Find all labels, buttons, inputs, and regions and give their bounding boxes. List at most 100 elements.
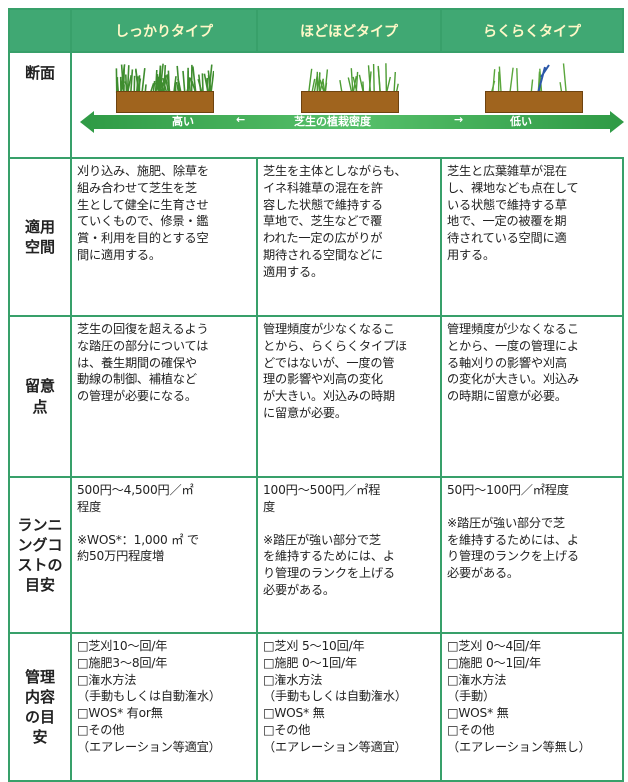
cell-line: 間に適用する。 bbox=[77, 247, 252, 264]
cell-line: 草地で、芝生などで覆 bbox=[263, 213, 436, 230]
tekiyo-rakuraku: 芝生と広葉雑草が混在し、裸地なども点在している状態で維持する草地で、一定の被覆を… bbox=[441, 158, 623, 316]
soil-block-rakuraku bbox=[485, 91, 583, 113]
cell-line: 生として健全に生育させ bbox=[77, 197, 252, 214]
cell-line: 期待される空間などに bbox=[263, 247, 436, 264]
cell-line: 芝生を主体としながらも、 bbox=[263, 163, 436, 180]
cell-line: 組み合わせて芝生を芝 bbox=[77, 180, 252, 197]
soil-block-hodohodo bbox=[301, 91, 399, 113]
cell-line: われた一定の広がりが bbox=[263, 230, 436, 247]
cell-line: 約50万円程度増 bbox=[77, 548, 252, 565]
cell-line: □芝刈10～回/年 bbox=[77, 638, 252, 655]
row-label-kanri: 管理 内容 の目 安 bbox=[9, 633, 71, 781]
arrow-right-text: 低い bbox=[510, 113, 532, 129]
cell-line: 管理頻度が少なくなるこ bbox=[447, 321, 618, 338]
row-label-section: 断面 bbox=[9, 52, 71, 158]
kanri-shikkari: □芝刈10～回/年□施肥3～8回/年□潅水方法（手動もしくは自動潅水）□WOS*… bbox=[71, 633, 257, 781]
cell-line: 管理頻度が少なくなるこ bbox=[263, 321, 436, 338]
section-row: 断面 bbox=[9, 52, 623, 158]
cell-line: 100円～500円／㎡程 bbox=[263, 482, 436, 499]
cell-line: とから、一度の管理によ bbox=[447, 338, 618, 355]
section-image-shikkari bbox=[71, 52, 257, 158]
row-kanri: 管理 内容 の目 安 □芝刈10～回/年□施肥3～8回/年□潅水方法（手動もしく… bbox=[9, 633, 623, 781]
section-image-rakuraku bbox=[441, 52, 623, 158]
cell-line: □潅水方法 bbox=[263, 672, 436, 689]
grass-blade bbox=[394, 72, 395, 93]
cell-line: 芝生の回復を超えるよう bbox=[77, 321, 252, 338]
arrow-right-mark: → bbox=[454, 113, 463, 126]
cell-line: □施肥3～8回/年 bbox=[77, 655, 252, 672]
cell-line: 必要がある。 bbox=[447, 565, 618, 582]
cell-line: は、養生期間の確保や bbox=[77, 355, 252, 372]
cell-line: 用する。 bbox=[447, 247, 618, 264]
soil-block-shikkari bbox=[116, 91, 214, 113]
grass-blade bbox=[131, 69, 133, 93]
row-label-ryui: 留意 点 bbox=[9, 316, 71, 477]
cell-line bbox=[263, 516, 436, 532]
grass-blade bbox=[517, 68, 518, 93]
cell-line: □その他 bbox=[77, 722, 252, 739]
cell-line: を維持するためには、よ bbox=[447, 532, 618, 549]
ryui-shikkari: 芝生の回復を超えるような踏圧の部分についてはは、養生期間の確保や動線の制御、補植… bbox=[71, 316, 257, 477]
cell-line bbox=[77, 516, 252, 532]
cell-line: □その他 bbox=[263, 722, 436, 739]
cost-hodohodo: 100円～500円／㎡程度※踏圧が強い部分で芝を維持するためには、より管理のラン… bbox=[257, 477, 441, 633]
density-arrow: 高い ← 芝生の植栽密度 → 低い bbox=[80, 111, 624, 133]
cell-line: 芝生と広葉雑草が混在 bbox=[447, 163, 618, 180]
cell-line: の変化が大きい。刈込み bbox=[447, 371, 618, 388]
grass-blade bbox=[356, 72, 357, 93]
grass-blade bbox=[142, 68, 145, 93]
header-corner bbox=[9, 9, 71, 52]
tekiyo-shikkari: 刈り込み、施肥、除草を組み合わせて芝生を芝生として健全に生育させていくもので、修… bbox=[71, 158, 257, 316]
arrow-left-mark: ← bbox=[236, 113, 245, 126]
cell-line: り管理のランクを上げる bbox=[263, 565, 436, 582]
ryui-hodohodo: 管理頻度が少なくなることから、らくらくタイプほどではないが、一度の管理の影響や刈… bbox=[257, 316, 441, 477]
grass-blade bbox=[374, 64, 375, 93]
cell-line: （エアレーション等適宜） bbox=[77, 739, 252, 756]
cell-line: の時期に留意が必要。 bbox=[447, 388, 618, 405]
header-hodohodo: ほどほどタイプ bbox=[257, 9, 441, 52]
grass-blade bbox=[499, 67, 501, 93]
header-shikkari: しっかりタイプ bbox=[71, 9, 257, 52]
cell-line: 50円～100円／㎡程度 bbox=[447, 482, 618, 499]
section-image-hodohodo bbox=[257, 52, 441, 158]
cell-line: 待されている空間に適 bbox=[447, 230, 618, 247]
cell-line: ※踏圧が強い部分で芝 bbox=[447, 515, 618, 532]
cell-line: （手動もしくは自動潅水） bbox=[77, 688, 252, 705]
cell-line: □施肥 0～1回/年 bbox=[263, 655, 436, 672]
cell-line: 刈り込み、施肥、除草を bbox=[77, 163, 252, 180]
grass-blade bbox=[309, 69, 312, 93]
cell-line: る軸刈りの影響や刈高 bbox=[447, 355, 618, 372]
cell-line: ※WOS*：1,000 ㎡ で bbox=[77, 532, 252, 549]
arrow-middle-text: 芝生の植栽密度 bbox=[294, 113, 371, 129]
cell-line: 度 bbox=[263, 499, 436, 516]
cell-line: 賞・利用を目的とする空 bbox=[77, 230, 252, 247]
row-tekiyo: 適用 空間 刈り込み、施肥、除草を組み合わせて芝生を芝生として健全に生育させてい… bbox=[9, 158, 623, 316]
row-label-tekiyo: 適用 空間 bbox=[9, 158, 71, 316]
dense-grass-image bbox=[114, 63, 214, 93]
cell-line: （エアレーション等適宜） bbox=[263, 739, 436, 756]
cell-line: 必要がある。 bbox=[263, 582, 436, 599]
cost-rakuraku: 50円～100円／㎡程度※踏圧が強い部分で芝を維持するためには、より管理のランク… bbox=[441, 477, 623, 633]
cell-line: 適用する。 bbox=[263, 264, 436, 281]
sparse-grass-image bbox=[483, 63, 583, 93]
row-ryui: 留意 点 芝生の回復を超えるような踏圧の部分についてはは、養生期間の確保や動線の… bbox=[9, 316, 623, 477]
grass-blade bbox=[183, 71, 185, 93]
header-rakuraku: らくらくタイプ bbox=[441, 9, 623, 52]
cell-line bbox=[447, 499, 618, 515]
grass-blade bbox=[493, 69, 495, 93]
cell-line: （手動） bbox=[447, 688, 618, 705]
ryui-rakuraku: 管理頻度が少なくなることから、一度の管理による軸刈りの影響や刈高の変化が大きい。… bbox=[441, 316, 623, 477]
grass-blade bbox=[168, 71, 169, 93]
cell-line: が大きい。刈込みの時期 bbox=[263, 388, 436, 405]
cell-line: □WOS* 無 bbox=[447, 705, 618, 722]
cell-line: （手動もしくは自動潅水） bbox=[263, 688, 436, 705]
kanri-hodohodo: □芝刈 5～10回/年□施肥 0～1回/年□潅水方法（手動もしくは自動潅水）□W… bbox=[257, 633, 441, 781]
arrow-left-text: 高い bbox=[172, 113, 194, 129]
cell-line: の管理が必要になる。 bbox=[77, 388, 252, 405]
cell-line: □潅水方法 bbox=[447, 672, 618, 689]
cell-line: 容した状態で維持する bbox=[263, 197, 436, 214]
cell-line: ていくもので、修景・鑑 bbox=[77, 213, 252, 230]
cell-line: □その他 bbox=[447, 722, 618, 739]
